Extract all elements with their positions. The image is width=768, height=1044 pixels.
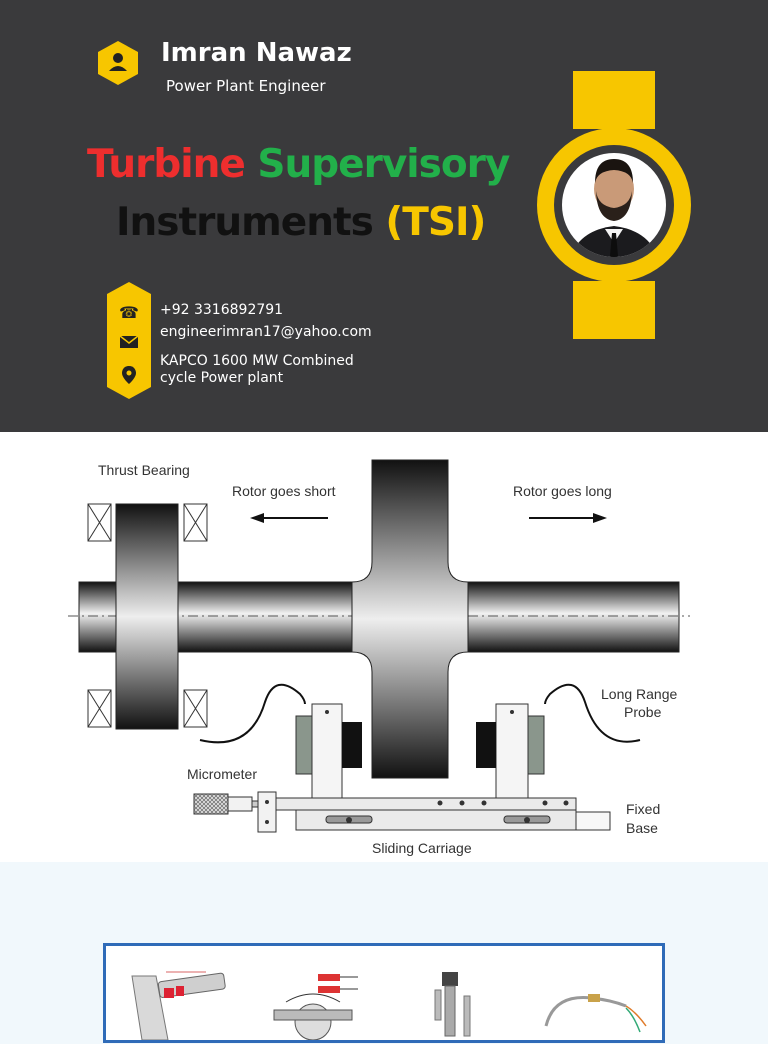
author-photo-frame [537, 71, 691, 339]
title-acronym: (TSI) [385, 200, 486, 245]
thrust-probe-diagram: Thrust Bearing Rotor goes short Rotor go… [0, 432, 768, 862]
proximity-probe-image [131, 971, 226, 1041]
micrometer-device [193, 793, 259, 815]
phone-icon: ☎ [119, 303, 139, 322]
title-word-turbine: Turbine [87, 142, 246, 187]
author-portrait [567, 159, 661, 257]
label-thrust-bearing: Thrust Bearing [98, 462, 190, 478]
cable-probe-image [544, 994, 647, 1033]
label-sliding-carriage: Sliding Carriage [372, 840, 472, 856]
rotor-disk [351, 459, 469, 779]
sensor-images-card [103, 943, 665, 1043]
title-word-supervisory: Supervisory [257, 142, 510, 187]
label-long-range-2: Probe [624, 704, 662, 720]
probe-mount-right [476, 703, 545, 808]
mail-icon [118, 334, 140, 352]
label-rotor-short: Rotor goes short [232, 483, 336, 499]
sensor-thumbnails [131, 971, 647, 1041]
page-title-line1: Turbine Supervisory [87, 142, 510, 187]
label-fixed: Fixed [626, 801, 660, 817]
diagram-svg: Thrust Bearing Rotor goes short Rotor go… [68, 459, 690, 856]
vibration-sensor-image [434, 972, 471, 1037]
rotor-probe-assembly-image [273, 974, 358, 1041]
label-base: Base [626, 820, 658, 836]
label-rotor-long: Rotor goes long [513, 483, 612, 499]
probe-mount-left [295, 703, 362, 808]
label-long-range-1: Long Range [601, 686, 678, 702]
contact-address-line1: KAPCO 1600 MW Combined [160, 353, 354, 369]
location-pin-icon [118, 365, 140, 384]
header-banner: Imran Nawaz Power Plant Engineer Turbine… [0, 0, 768, 432]
label-micrometer: Micrometer [187, 766, 257, 782]
author-name: Imran Nawaz [161, 38, 352, 68]
contact-phone: +92 3316892791 [160, 302, 284, 318]
page-title-line2: Instruments (TSI) [116, 200, 486, 245]
sliding-carriage [257, 791, 611, 833]
user-icon [98, 41, 138, 85]
title-word-instruments: Instruments [116, 200, 374, 245]
rotor-long-arrow [529, 513, 607, 523]
rotor-short-arrow [250, 513, 328, 523]
thrust-bearing-pads [87, 503, 208, 728]
thrust-collar [115, 503, 179, 730]
contact-address-line2: cycle Power plant [160, 370, 284, 386]
author-role: Power Plant Engineer [166, 77, 326, 95]
contact-email: engineerimran17@yahoo.com [160, 324, 372, 340]
